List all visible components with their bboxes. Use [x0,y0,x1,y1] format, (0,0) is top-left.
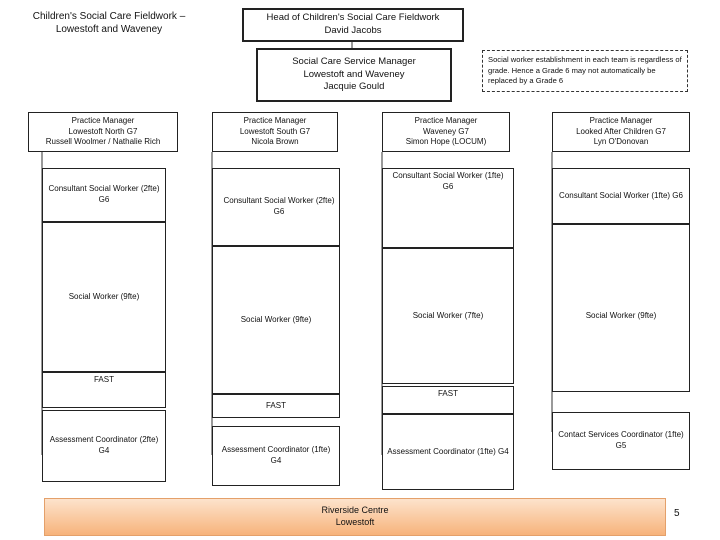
consultant-label: Consultant Social Worker (1fte) G6 [559,190,683,200]
coordinator-label: Assessment Coordinator (2fte) G4 [49,435,159,455]
consultant-social-worker-box: Consultant Social Worker (1fte) G6 [382,168,514,248]
title-line2: Lowestoft and Waveney [55,24,163,35]
consultant-label: Consultant Social Worker (2fte) G6 [48,184,160,204]
head-name: David Jacobs [324,25,382,36]
social-worker-label: Social Worker (9fte) [68,291,140,301]
contact-services-coordinator-box: Contact Services Coordinator (1fte) G5 [552,412,690,470]
manager-name: Nicola Brown [251,137,299,147]
service-manager-area: Lowestoft and Waveney [303,68,405,80]
assessment-coordinator-box: Assessment Coordinator (1fte) G4 [212,426,340,486]
practice-manager-looked-after-children: Practice Manager Looked After Children G… [552,112,690,152]
manager-name: Russell Woolmer / Nathalie Rich [45,137,161,147]
service-manager-box: Social Care Service Manager Lowestoft an… [256,48,452,102]
manager-team: Waveney G7 [423,126,469,136]
social-worker-box: Social Worker (7fte) [382,248,514,384]
practice-manager-lowestoft-north: Practice Manager Lowestoft North G7 Russ… [28,112,178,152]
title-line1: Children's Social Care Fieldwork – [32,11,186,22]
head-title: Head of Children's Social Care Fieldwork [266,12,440,24]
manager-title: Practice Manager [71,115,135,125]
service-manager-name: Jacquie Gould [323,81,385,93]
coordinator-label: Contact Services Coordinator (1fte) G5 [558,430,684,450]
page-number: 5 [674,508,680,519]
location-name: Riverside Centre [321,505,389,516]
location-town: Lowestoft [335,517,375,527]
social-worker-box: Social Worker (9fte) [552,224,690,392]
note-text: Social worker establishment in each team… [488,55,682,86]
coordinator-label: Assessment Coordinator (1fte) G4 [387,446,509,456]
fast-box: FAST [212,394,340,418]
manager-title: Practice Manager [589,115,653,125]
practice-manager-lowestoft-south: Practice Manager Lowestoft South G7 Nico… [212,112,338,152]
consultant-label: Consultant Social Worker (1fte) G6 [392,171,504,191]
location-banner: Riverside Centre Lowestoft [44,498,666,536]
social-worker-box: Social Worker (9fte) [212,246,340,394]
consultant-social-worker-box: Consultant Social Worker (2fte) G6 [42,168,166,222]
consultant-social-worker-box: Consultant Social Worker (2fte) G6 [212,168,340,246]
manager-title: Practice Manager [414,115,478,125]
assessment-coordinator-box: Assessment Coordinator (1fte) G4 [382,414,514,490]
fast-box: FAST [382,386,514,414]
fast-label: FAST [437,389,458,398]
fast-label: FAST [93,375,114,384]
consultant-social-worker-box: Consultant Social Worker (1fte) G6 [552,168,690,224]
diagram-title: Children's Social Care Fieldwork – Lowes… [14,10,204,36]
assessment-coordinator-box: Assessment Coordinator (2fte) G4 [42,410,166,482]
manager-name: Simon Hope (LOCUM) [405,137,487,147]
social-worker-label: Social Worker (9fte) [240,314,312,324]
social-worker-label: Social Worker (7fte) [412,310,484,320]
practice-manager-waveney: Practice Manager Waveney G7 Simon Hope (… [382,112,510,152]
social-worker-label: Social Worker (9fte) [585,310,657,320]
manager-title: Practice Manager [243,115,307,125]
manager-name: Lyn O'Donovan [593,137,649,147]
service-manager-title: Social Care Service Manager [292,55,416,67]
head-box: Head of Children's Social Care Fieldwork… [242,8,464,42]
manager-team: Lowestoft North G7 [68,126,138,136]
social-worker-box: Social Worker (9fte) [42,222,166,372]
consultant-label: Consultant Social Worker (2fte) G6 [223,196,335,216]
manager-team: Lowestoft South G7 [239,126,311,136]
coordinator-label: Assessment Coordinator (1fte) G4 [221,445,331,465]
fast-label: FAST [265,400,286,410]
fast-box: FAST [42,372,166,408]
establishment-note: Social worker establishment in each team… [482,50,688,92]
manager-team: Looked After Children G7 [576,126,666,136]
